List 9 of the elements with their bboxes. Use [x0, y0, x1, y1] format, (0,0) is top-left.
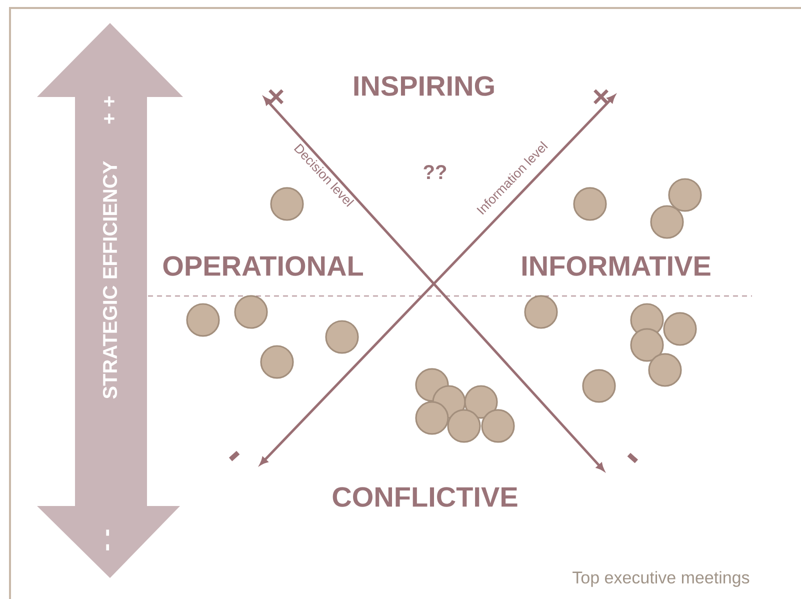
cross-mark: × [594, 89, 608, 104]
caption: Top executive meetings [572, 571, 750, 587]
quadrant-label: OPERATIONAL [163, 256, 363, 276]
minus-mark: - [228, 450, 240, 462]
quadrant-label: INFORMATIVE [522, 256, 710, 276]
quadrant-label: CONFLICTIVE [332, 487, 518, 507]
question-marks: ?? [424, 165, 446, 179]
quadrant-label: INSPIRING [354, 76, 494, 96]
minus-mark: - [627, 452, 638, 464]
